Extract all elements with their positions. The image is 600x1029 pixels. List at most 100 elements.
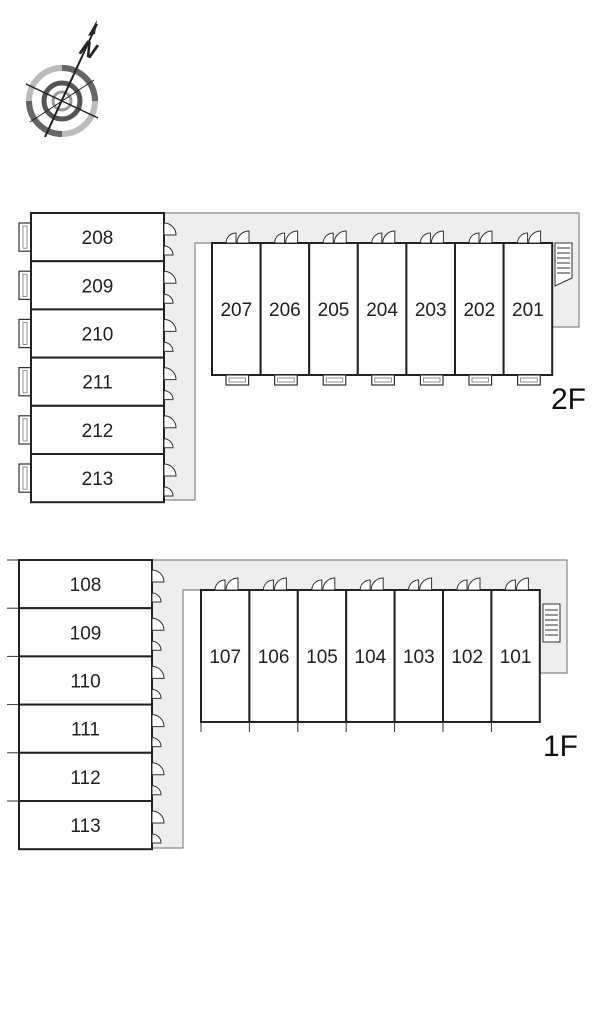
room-206: 206 xyxy=(259,230,311,386)
door-icon xyxy=(151,665,165,679)
row-wing-1f: 107 106 105 104 103 102 101 xyxy=(200,577,541,732)
room-outline xyxy=(490,589,541,723)
room-number-203: 203 xyxy=(415,300,447,321)
room-number-212: 212 xyxy=(82,421,114,442)
door-icon xyxy=(163,390,174,401)
door-icon xyxy=(456,579,468,591)
door-icon xyxy=(151,833,162,844)
door-icon xyxy=(163,293,174,304)
door-icon xyxy=(515,577,529,591)
room-outline xyxy=(405,242,456,376)
room-111: 111 xyxy=(7,703,165,754)
room-outline xyxy=(18,703,153,754)
room-number-210: 210 xyxy=(82,325,114,346)
door-icon xyxy=(333,230,347,244)
door-icon xyxy=(163,486,174,497)
room-number-201: 201 xyxy=(512,300,544,321)
door-icon xyxy=(163,438,174,449)
door-icon xyxy=(163,415,177,429)
door-icon xyxy=(225,232,237,244)
room-208: 208 xyxy=(18,212,177,263)
door-icon xyxy=(408,579,420,591)
room-212: 212 xyxy=(18,404,177,455)
room-number-102: 102 xyxy=(451,647,483,668)
stairs-2f xyxy=(554,242,573,287)
room-number-105: 105 xyxy=(306,647,338,668)
door-icon xyxy=(163,222,177,236)
floor-2f: 208 209 210 211 212 213 207 206 205 204 203 202 201… xyxy=(18,212,586,504)
room-108: 108 xyxy=(7,559,165,610)
door-icon xyxy=(262,579,274,591)
door-icon xyxy=(214,579,226,591)
door-icon xyxy=(273,577,287,591)
room-outline xyxy=(30,308,165,359)
room-207: 207 xyxy=(211,230,262,386)
door-icon xyxy=(419,577,433,591)
room-110: 110 xyxy=(7,655,165,706)
room-number-209: 209 xyxy=(82,276,114,297)
door-icon xyxy=(322,232,334,244)
room-outline xyxy=(18,800,153,851)
door-icon xyxy=(468,232,480,244)
room-112: 112 xyxy=(7,751,165,802)
compass-rose-icon: N xyxy=(25,20,102,138)
room-outline xyxy=(18,607,153,658)
room-outline xyxy=(345,589,396,723)
door-icon xyxy=(151,617,165,631)
door-icon xyxy=(151,640,162,651)
door-icon xyxy=(236,230,250,244)
door-icon xyxy=(430,230,444,244)
door-icon xyxy=(163,367,177,381)
room-number-211: 211 xyxy=(82,373,112,394)
door-icon xyxy=(285,230,299,244)
room-101: 101 xyxy=(490,577,541,732)
room-103: 103 xyxy=(393,577,445,732)
floor-label-1f: 1F xyxy=(543,730,578,763)
door-icon xyxy=(528,230,542,244)
room-number-207: 207 xyxy=(220,300,252,321)
side-wing-2f: 208 209 210 211 212 213 xyxy=(18,212,177,504)
room-107: 107 xyxy=(200,577,251,732)
room-number-206: 206 xyxy=(269,300,301,321)
room-106: 106 xyxy=(248,577,299,732)
room-number-111: 111 xyxy=(71,720,100,741)
room-outline xyxy=(30,453,165,504)
row-wing-2f: 207 206 205 204 203 202 201 xyxy=(211,230,554,386)
room-outline xyxy=(30,260,165,311)
door-icon xyxy=(359,579,371,591)
room-205: 205 xyxy=(308,230,359,386)
door-icon xyxy=(163,463,177,477)
door-icon xyxy=(151,737,162,748)
room-201: 201 xyxy=(502,230,554,386)
room-113: 113 xyxy=(7,800,165,851)
door-icon xyxy=(151,688,162,699)
door-icon xyxy=(467,577,481,591)
room-213: 213 xyxy=(18,453,177,504)
room-outline xyxy=(18,655,153,706)
room-number-204: 204 xyxy=(366,300,398,321)
door-icon xyxy=(151,569,165,583)
room-number-110: 110 xyxy=(70,672,100,693)
door-icon xyxy=(382,230,396,244)
room-202: 202 xyxy=(454,230,505,386)
room-outline xyxy=(296,589,348,723)
door-icon xyxy=(517,232,529,244)
room-outline xyxy=(211,242,262,376)
room-outline xyxy=(18,751,153,802)
room-outline xyxy=(30,404,165,455)
room-outline xyxy=(356,242,408,376)
room-211: 211 xyxy=(18,356,177,407)
room-209: 209 xyxy=(18,260,177,311)
door-icon xyxy=(151,762,165,776)
door-icon xyxy=(419,232,431,244)
room-number-108: 108 xyxy=(70,575,102,596)
door-icon xyxy=(163,318,177,332)
room-number-107: 107 xyxy=(209,647,241,668)
room-number-103: 103 xyxy=(403,647,435,668)
room-104: 104 xyxy=(345,577,396,732)
room-210: 210 xyxy=(18,308,177,359)
door-icon xyxy=(504,579,516,591)
